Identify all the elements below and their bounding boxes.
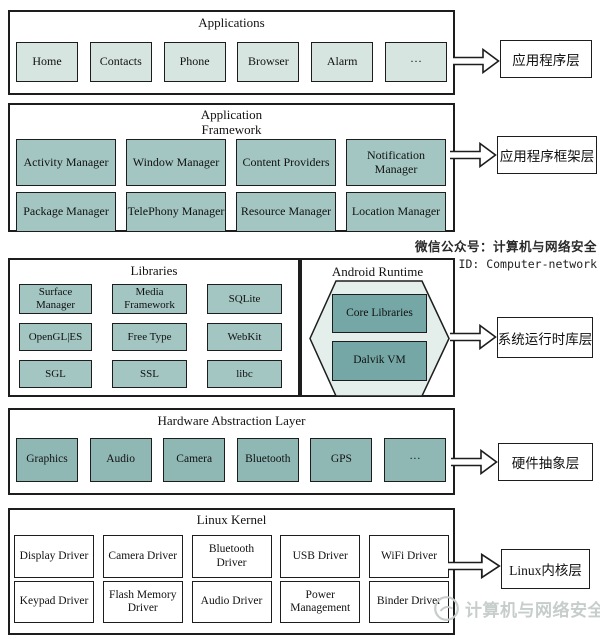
box-home: Home [16,42,78,82]
box-sqlite: SQLite [207,284,282,314]
box-notification-manager: Notification Manager [346,139,446,186]
box-gps: GPS [310,438,373,482]
applications-title: Applications [198,15,265,30]
hal-title: Hardware Abstraction Layer [157,413,306,428]
box-dalvik-vm: Dalvik VM [332,341,427,381]
layer-label-runtime: 系统运行时库层 [497,317,593,358]
applications-box-row: Home Contacts Phone Browser Alarm ··· [16,42,447,82]
box-location-manager: Location Manager [346,192,446,232]
box-audio: Audio [89,438,152,482]
kernel-box-row-2: Keypad Driver Flash Memory Driver Audio … [14,581,449,623]
framework-box-row-1: Activity Manager Window Manager Content … [16,139,446,186]
box-content-providers: Content Providers [236,139,336,186]
arrow-applications-icon [453,48,500,74]
box-apps-ellipsis: ··· [384,42,447,82]
box-package-manager: Package Manager [16,192,116,232]
arrow-kernel-icon [448,553,501,579]
arrow-hal-icon [451,449,498,475]
box-core-libraries: Core Libraries [332,294,427,333]
watermark-logo-icon [434,596,459,621]
box-hal-ellipsis: ··· [383,438,446,482]
watermark: 计算机与网络安全 [433,595,600,622]
linux-kernel-title: Linux Kernel [196,512,267,527]
box-camera: Camera [163,438,226,482]
box-binder-driver: Binder Driver [369,581,449,623]
section-hal: Hardware Abstraction Layer Graphics Audi… [8,408,455,495]
section-android-runtime: Android Runtime Core Libraries Dalvik VM [300,258,455,397]
layer-label-framework: 应用程序框架层 [497,136,597,174]
box-opengl-es: OpenGL|ES [19,323,92,351]
box-usb-driver: USB Driver [280,535,361,578]
box-telephony-manager: TelePhony Manager [126,192,226,232]
box-ssl: SSL [112,360,187,388]
box-resource-manager: Resource Manager [236,192,336,232]
framework-title-line2: Framework [201,122,262,138]
box-free-type: Free Type [112,323,187,351]
framework-box-row-2: Package Manager TelePhony Manager Resour… [16,192,446,232]
box-flash-memory-driver: Flash Memory Driver [102,581,183,623]
box-display-driver: Display Driver [14,535,94,578]
box-media-framework: Media Framework [112,284,187,314]
section-linux-kernel: Linux Kernel Display Driver Camera Drive… [8,508,455,635]
box-audio-driver: Audio Driver [191,581,272,623]
box-wifi-driver: WiFi Driver [369,535,449,578]
box-bluetooth: Bluetooth [236,438,299,482]
box-camera-driver: Camera Driver [102,535,183,578]
box-browser: Browser [237,42,300,82]
box-activity-manager: Activity Manager [16,139,116,186]
box-surface-manager: Surface Manager [19,284,92,314]
box-keypad-driver: Keypad Driver [14,581,94,623]
section-libraries: Libraries Surface Manager Media Framewor… [8,258,300,397]
box-graphics: Graphics [16,438,78,482]
layer-label-kernel: Linux内核层 [501,549,590,589]
android-runtime-title: Android Runtime [331,264,424,279]
section-applications: Applications Home Contacts Phone Browser… [8,10,455,95]
libraries-title: Libraries [130,263,178,278]
hal-box-row: Graphics Audio Camera Bluetooth GPS ··· [16,438,446,482]
kernel-box-row-1: Display Driver Camera Driver Bluetooth D… [14,535,449,578]
watermark-text: 计算机与网络安全 [465,601,600,621]
arrow-runtime-icon [450,324,497,350]
layer-label-applications: 应用程序层 [500,40,592,78]
layer-label-hal: 硬件抽象层 [498,443,593,481]
wechat-account-line: 微信公众号：计算机与网络安全 [414,239,597,254]
libraries-box-grid: Surface Manager Media Framework SQLite O… [19,284,282,388]
box-webkit: WebKit [207,323,282,351]
box-alarm: Alarm [311,42,374,82]
section-application-framework: Application Framework Activity Manager W… [8,103,455,232]
arrow-framework-icon [450,142,497,168]
framework-title-line1: Application [200,107,263,122]
box-phone: Phone [163,42,226,82]
wechat-account-note: 微信公众号：计算机与网络安全 ID: Computer-network [415,236,597,271]
wechat-id-line: ID: Computer-network [458,257,597,271]
box-sgl: SGL [19,360,92,388]
box-power-management: Power Management [280,581,361,623]
box-libc: libc [207,360,282,388]
box-window-manager: Window Manager [126,139,226,186]
framework-title: Application Framework [10,107,453,137]
box-contacts: Contacts [89,42,152,82]
box-bluetooth-driver: Bluetooth Driver [191,535,272,578]
